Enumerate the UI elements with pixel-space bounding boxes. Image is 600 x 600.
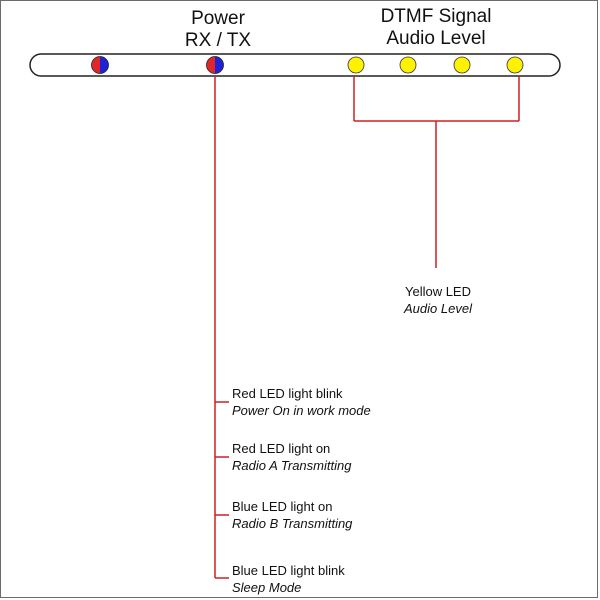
- power-header: Power RX / TX: [168, 8, 268, 52]
- status-label-subtitle: Radio B Transmitting: [232, 516, 353, 531]
- yellow-bracket-connector: [353, 76, 520, 268]
- status-label-subtitle: Power On in work mode: [232, 403, 371, 418]
- status-label-2: Red LED light on Radio A Transmitting: [232, 440, 351, 474]
- yellow-led-4: [506, 56, 524, 74]
- yellow-led-1: [347, 56, 365, 74]
- led-panel-strip: [29, 53, 561, 77]
- power-led-connector: [214, 76, 229, 579]
- bicolor-led-2: [206, 56, 224, 74]
- yellow-led-2: [399, 56, 417, 74]
- yellow-led-label: Yellow LED Audio Level: [386, 283, 490, 317]
- power-header-line1: Power: [191, 8, 245, 29]
- dtmf-header-line1: DTMF Signal: [380, 6, 492, 27]
- status-label-1: Red LED light blink Power On in work mod…: [232, 385, 371, 419]
- bicolor-led-1: [91, 56, 109, 74]
- status-label-3: Blue LED light on Radio B Transmitting: [232, 498, 352, 532]
- status-label-title: Blue LED light on: [232, 499, 333, 514]
- power-header-line2: RX / TX: [184, 30, 252, 51]
- status-label-4: Blue LED light blink Sleep Mode: [232, 562, 345, 596]
- status-label-subtitle: Radio A Transmitting: [232, 458, 352, 473]
- status-label-title: Red LED light on: [232, 441, 331, 456]
- yellow-led-label-title: Yellow LED: [404, 284, 471, 299]
- status-label-subtitle: Sleep Mode: [232, 580, 302, 595]
- status-label-title: Red LED light blink: [232, 386, 343, 401]
- dtmf-header-line2: Audio Level: [386, 28, 486, 49]
- yellow-led-3: [453, 56, 471, 74]
- dtmf-header: DTMF Signal Audio Level: [346, 6, 526, 50]
- status-label-title: Blue LED light blink: [232, 563, 345, 578]
- yellow-led-label-subtitle: Audio Level: [404, 301, 472, 316]
